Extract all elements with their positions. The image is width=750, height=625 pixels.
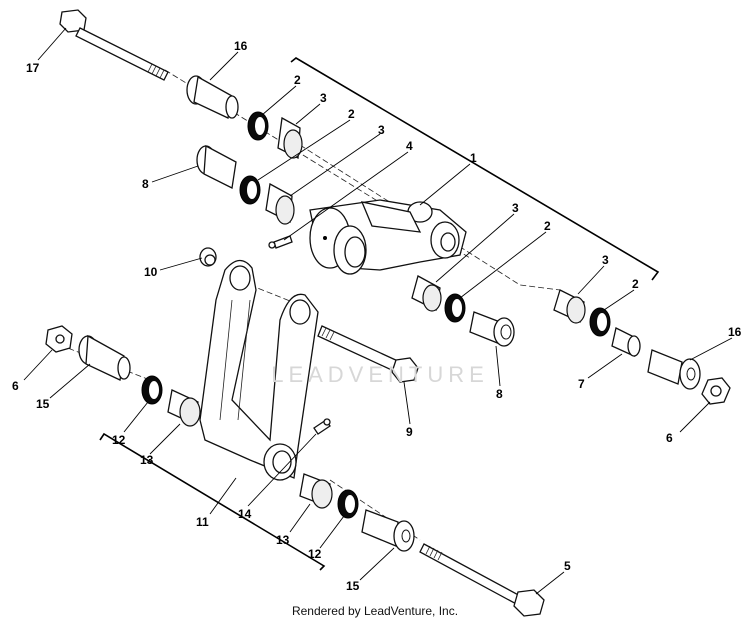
grease-fitting-4 [268, 235, 293, 249]
callout-14: 14 [238, 507, 252, 521]
callout-11: 11 [196, 515, 209, 529]
flanged-sleeve-16-right [647, 349, 701, 390]
callout-15-lower: 15 [346, 579, 360, 593]
callout-3-right-a: 3 [512, 201, 519, 215]
leader-lines [23, 27, 733, 595]
callout-2-mid: 2 [348, 107, 355, 121]
flanged-sleeve-8-upper [196, 144, 237, 189]
flanged-sleeve-15-lower [361, 509, 415, 552]
cap-10 [199, 247, 217, 267]
nut-6-right [701, 377, 731, 405]
callout-2-right-a: 2 [544, 219, 551, 233]
callout-4: 4 [406, 139, 413, 153]
grease-fitting-14 [313, 418, 331, 435]
bearing-3-mid [265, 182, 295, 225]
o-ring-2-mid [239, 175, 261, 205]
callout-5: 5 [564, 559, 571, 573]
bracket-assembly-1 [290, 57, 660, 281]
callout-15-left: 15 [36, 397, 50, 411]
o-ring-2-upper [247, 111, 269, 141]
callout-1: 1 [470, 151, 477, 165]
callout-8-right: 8 [496, 387, 503, 401]
callout-10: 10 [144, 265, 158, 279]
bearing-3-upper [277, 116, 303, 160]
callout-17: 17 [26, 61, 40, 75]
callout-2-upper: 2 [294, 73, 301, 87]
callout-labels: 17 16 2 3 2 3 4 1 8 10 3 2 3 2 16 7 8 9 … [12, 39, 742, 593]
o-ring-12-lower [337, 489, 359, 519]
o-ring-2-right-a [444, 293, 466, 323]
bolt-5 [419, 543, 545, 617]
callout-9: 9 [406, 425, 413, 439]
flanged-sleeve-15-left [78, 334, 131, 381]
callout-3-mid: 3 [378, 123, 385, 137]
relay-arm-1 [309, 199, 467, 275]
o-ring-12-left [141, 375, 163, 405]
callout-13-lower: 13 [276, 533, 290, 547]
callout-2-right-b: 2 [632, 277, 639, 291]
callout-6-left: 6 [12, 379, 19, 393]
footer-credit: Rendered by LeadVenture, Inc. [291, 604, 459, 618]
watermark: LEADVENTURE [271, 362, 489, 387]
callout-3-right-b: 3 [602, 253, 609, 267]
callout-16-upper: 16 [234, 39, 248, 53]
bearing-13-lower [299, 473, 333, 509]
callout-12-left: 12 [112, 433, 126, 447]
callout-12-lower: 12 [308, 547, 322, 561]
bracket-assembly-11 [99, 432, 326, 571]
flanged-sleeve-8-right [469, 311, 515, 347]
callout-13-left: 13 [140, 453, 154, 467]
o-ring-2-right-b [589, 307, 611, 337]
nut-6-left [45, 325, 73, 353]
callout-7: 7 [578, 377, 585, 391]
callout-6-right: 6 [666, 431, 673, 445]
bolt-9 [317, 325, 419, 383]
callout-3-upper: 3 [320, 91, 327, 105]
callout-8-upper: 8 [142, 177, 149, 191]
link-arm-11 [199, 259, 319, 481]
bearing-13-left [167, 389, 201, 427]
bolt-17 [59, 9, 169, 81]
flanged-sleeve-16-upper [186, 75, 239, 119]
bearing-3-right-a [411, 275, 442, 312]
bearing-3-right-b [553, 289, 586, 324]
collar-7 [611, 327, 641, 357]
callout-16-right: 16 [728, 325, 742, 339]
